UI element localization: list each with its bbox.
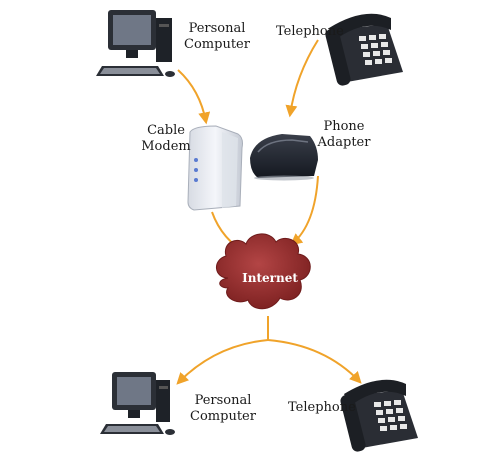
cable-modem-label: Cable Modem — [140, 123, 192, 155]
top-pc-label-line2: Computer — [184, 37, 250, 52]
arrow-to-bottom-pc — [176, 339, 269, 385]
bottom-pc-label-line2: Computer — [190, 409, 256, 424]
connection-arrows — [176, 39, 362, 385]
top-pc-label-line1: Personal — [188, 21, 246, 36]
bottom-pc-label: Personal Computer — [178, 393, 268, 425]
telephone-icon — [340, 379, 418, 452]
top-pc-label: Personal Computer — [172, 21, 262, 53]
arrow-adapter-to-internet — [290, 175, 319, 246]
phone-adapter-label: Phone Adapter — [314, 119, 374, 151]
arrow-pc-to-modem — [177, 69, 211, 125]
bottom-pc-label-line1: Personal — [194, 393, 252, 408]
phone-adapter-label-line2: Adapter — [317, 135, 371, 150]
bottom-phone-label: Telephone — [288, 400, 356, 415]
cable-modem-icon — [187, 125, 243, 211]
computer-icon — [100, 372, 175, 435]
telephone-icon — [325, 13, 403, 86]
phone-adapter-icon — [250, 134, 318, 181]
top-phone-label: Telephone — [276, 24, 344, 39]
cable-modem-label-line1: Cable — [147, 123, 185, 138]
internet-cloud-icon — [216, 233, 311, 310]
arrow-to-bottom-phone — [267, 339, 362, 384]
arrow-phone-to-adapter — [285, 39, 319, 118]
cable-modem-label-line2: Modem — [141, 139, 191, 154]
internet-label: Internet — [242, 271, 298, 285]
computer-icon — [96, 10, 175, 77]
phone-adapter-label-line1: Phone — [323, 119, 365, 134]
